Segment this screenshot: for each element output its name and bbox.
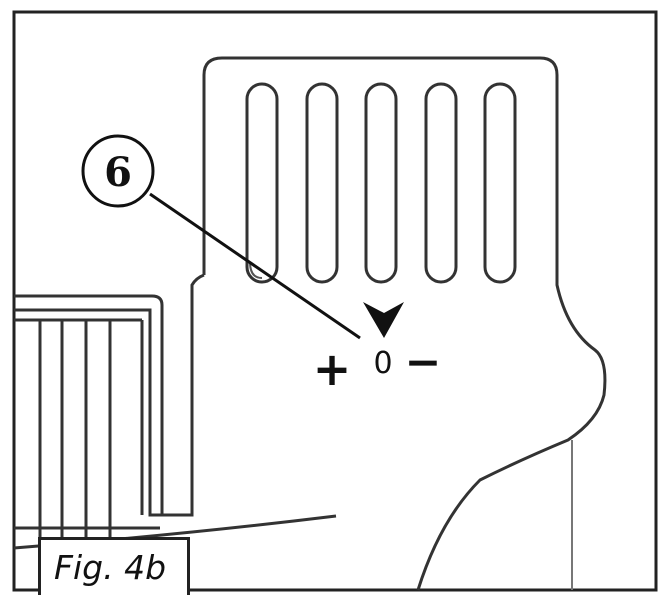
vent-slot xyxy=(364,82,398,284)
figure-frame xyxy=(12,10,658,592)
zero-mark: 0 xyxy=(373,346,392,381)
vent-slot xyxy=(483,82,517,284)
fin-block xyxy=(14,308,162,540)
callout-leader-line xyxy=(149,192,361,340)
callout-number: 6 xyxy=(104,149,132,196)
vent-slot xyxy=(424,82,458,284)
plus-sign: + xyxy=(313,342,352,396)
figure-caption-box xyxy=(38,537,190,595)
device-body-outline xyxy=(202,56,607,591)
small-notch xyxy=(249,261,263,279)
vent-slot xyxy=(305,82,339,284)
vent-slot xyxy=(245,82,279,284)
callout-circle xyxy=(81,134,155,208)
minus-sign: − xyxy=(405,337,442,388)
vent-slots xyxy=(245,82,517,284)
arrow-down-marker xyxy=(363,302,404,338)
figure-caption: Fig. 4b xyxy=(54,548,167,587)
